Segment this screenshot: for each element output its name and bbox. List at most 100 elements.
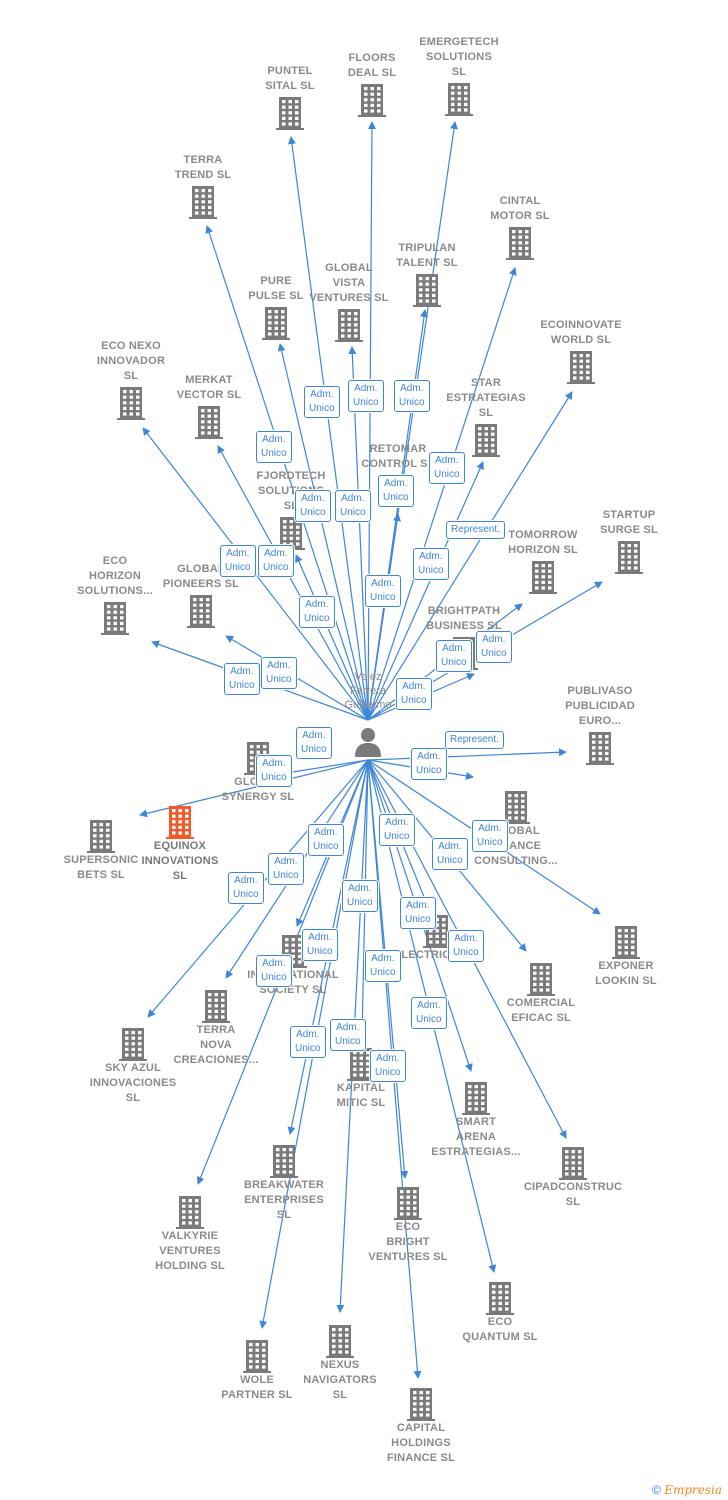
relation-badge-eco_quantum: Adm. Unico xyxy=(411,997,447,1029)
building-icon xyxy=(462,1082,490,1115)
company-node-star[interactable]: STAR ESTRATEGIAS SL xyxy=(436,376,536,457)
building-icon xyxy=(586,732,614,765)
company-node-eco_quantum[interactable]: ECO QUANTUM SL xyxy=(450,1279,550,1345)
relation-badge-publivaso: Represent. xyxy=(445,731,504,749)
company-node-wole[interactable]: WOLE PARTNER SL xyxy=(207,1337,307,1403)
relation-badge-exponer: Adm. Unico xyxy=(472,820,508,852)
edge-line-global_pioneers xyxy=(225,635,369,721)
building-icon xyxy=(119,1028,147,1061)
company-name: ECO BRIGHT VENTURES SL xyxy=(368,1221,448,1263)
relation-badge-smart_arena: Adm. Unico xyxy=(400,897,436,929)
edge-line-terra_trend xyxy=(205,225,369,721)
company-node-equinox[interactable]: EQUINOX INNOVATIONS SL xyxy=(130,803,230,884)
relation-badge-pure_pulse: Adm. Unico xyxy=(295,490,331,522)
center-person-label: Velez Ferrera Guillermo xyxy=(344,671,392,711)
company-node-floors[interactable]: FLOORS DEAL SL xyxy=(322,51,422,117)
relation-badge-sky_azul: Adm. Unico xyxy=(228,872,264,904)
company-node-merkat[interactable]: MERKAT VECTOR SL xyxy=(159,373,259,439)
company-name: CINTAL MOTOR SL xyxy=(490,195,550,222)
company-node-supersonic[interactable]: SUPERSONIC BETS SL xyxy=(51,817,151,883)
company-node-global_pioneers[interactable]: GLOBAL PIONEERS SL xyxy=(151,562,251,628)
company-node-terra_trend[interactable]: TERRA TREND SL xyxy=(153,153,253,219)
company-node-tripulan[interactable]: TRIPULAN TALENT SL xyxy=(377,241,477,307)
building-icon xyxy=(615,541,643,574)
building-icon xyxy=(270,1145,298,1178)
company-node-comercial[interactable]: COMERCIAL EFICAC SL xyxy=(491,960,591,1026)
building-icon xyxy=(394,1187,422,1220)
company-name: ECOINNOVATE WORLD SL xyxy=(540,319,622,346)
center-person[interactable] xyxy=(348,726,388,762)
relation-badge-terra_trend: Adm. Unico xyxy=(256,431,292,463)
company-name: MERKAT VECTOR SL xyxy=(176,374,242,401)
company-node-valkyrie[interactable]: VALKYRIE VENTURES HOLDING SL xyxy=(140,1193,240,1274)
relation-badge-puntel: Adm. Unico xyxy=(304,386,340,418)
relation-badge-cipad: Adm. Unico xyxy=(448,930,484,962)
person-icon xyxy=(355,728,381,757)
relation-badge-terra_nova: Adm. Unico xyxy=(268,853,304,885)
company-name: BRIGHTPATH BUSINESS SL xyxy=(426,605,502,632)
company-node-nexus[interactable]: NEXUS NAVIGATORS SL xyxy=(290,1322,390,1403)
relation-badge-eco_nexo: Adm. Unico xyxy=(220,545,256,577)
company-node-global_finance[interactable]: GLOBAL FINANCE CONSULTING... xyxy=(466,788,566,869)
relation-badge-comercial: Adm. Unico xyxy=(432,838,468,870)
company-node-capital[interactable]: CAPITAL HOLDINGS FINANCE SL xyxy=(371,1385,471,1466)
company-name: EMERGETECH SOLUTIONS SL xyxy=(419,36,499,78)
relation-badge-eco_bright: Adm. Unico xyxy=(365,950,401,982)
relation-badge-star: Adm. Unico xyxy=(413,548,449,580)
company-node-eco_bright[interactable]: ECO BRIGHT VENTURES SL xyxy=(358,1184,458,1265)
company-name: SMART ARENA ESTRATEGIAS... xyxy=(431,1116,521,1158)
company-node-smart_arena[interactable]: SMART ARENA ESTRATEGIAS... xyxy=(426,1079,526,1160)
relation-badge-brightpath: Adm. Unico xyxy=(396,678,432,710)
company-node-startup[interactable]: STARTUP SURGE SL xyxy=(579,508,679,574)
edge-line-floors xyxy=(367,121,376,721)
relation-badge-supersonic: Adm. Unico xyxy=(256,755,292,787)
building-icon xyxy=(506,227,534,260)
company-node-eco_nexo[interactable]: ECO NEXO INNOVADOR SL xyxy=(81,339,181,420)
company-name: COMERCIAL EFICAC SL xyxy=(506,997,576,1024)
company-node-cipad[interactable]: CIPADCONSTRUC SL xyxy=(523,1144,623,1210)
company-node-pure_pulse[interactable]: PURE PULSE SL xyxy=(226,274,326,340)
relation-badge-capital: Adm. Unico xyxy=(370,1050,406,1082)
relation-badge-wole: Adm. Unico xyxy=(290,1026,326,1058)
building-icon xyxy=(486,1282,514,1315)
company-name: STAR ESTRATEGIAS SL xyxy=(446,377,526,419)
company-name: CAPITAL HOLDINGS FINANCE SL xyxy=(387,1422,455,1464)
company-node-tomorrow[interactable]: TOMORROW HORIZON SL xyxy=(493,528,593,594)
footer-credit: © Empresia xyxy=(652,1483,722,1497)
company-node-emergetech[interactable]: EMERGETECH SOLUTIONS SL xyxy=(409,35,509,116)
relation-badge-emergetech: Adm. Unico xyxy=(394,380,430,412)
company-node-eco_horizon[interactable]: ECO HORIZON SOLUTIONS... xyxy=(65,554,165,635)
building-icon xyxy=(445,83,473,116)
company-node-exponer[interactable]: EXPONER LOOKIN SL xyxy=(576,923,676,989)
company-node-kapital[interactable]: KAPITAL MITIC SL xyxy=(311,1045,411,1111)
company-node-sky_azul[interactable]: SKY AZUL INNOVACIONES SL xyxy=(83,1025,183,1106)
company-node-cintal[interactable]: CINTAL MOTOR SL xyxy=(470,194,570,260)
building-icon xyxy=(358,84,386,117)
company-name: GLOBAL PIONEERS SL xyxy=(162,563,240,590)
edge-line-merkat xyxy=(217,445,369,721)
company-node-publivaso[interactable]: PUBLIVASO PUBLICIDAD EURO... xyxy=(550,684,650,765)
building-icon xyxy=(559,1147,587,1180)
company-node-breakwater[interactable]: BREAKWATER ENTERPRISES SL xyxy=(234,1142,334,1223)
company-name: STARTUP SURGE SL xyxy=(600,509,658,536)
relation-badge-international: Adm. Unico xyxy=(308,824,344,856)
building-icon xyxy=(189,186,217,219)
building-icon xyxy=(326,1325,354,1358)
company-name: TRIPULAN TALENT SL xyxy=(396,242,458,269)
brand-logo[interactable]: Empresia xyxy=(664,1483,722,1497)
building-icon xyxy=(87,820,115,853)
company-node-ecoinnovate[interactable]: ECOINNOVATE WORLD SL xyxy=(531,318,631,384)
building-icon xyxy=(413,274,441,307)
building-icon xyxy=(347,1048,375,1081)
company-node-global_vista[interactable]: GLOBAL VISTA VENTURES SL xyxy=(299,261,399,342)
relation-badge-global_finance: Adm. Unico xyxy=(411,748,447,780)
relation-badge-cintal: Adm. Unico xyxy=(429,452,465,484)
building-icon xyxy=(101,602,129,635)
company-name: ECO HORIZON SOLUTIONS... xyxy=(77,555,153,597)
company-name: KAPITAL MITIC SL xyxy=(336,1082,386,1109)
building-icon xyxy=(529,561,557,594)
company-name: VALKYRIE VENTURES HOLDING SL xyxy=(155,1230,225,1272)
company-node-terra_nova[interactable]: TERRA NOVA CREACIONES... xyxy=(166,987,266,1068)
company-node-puntel[interactable]: PUNTEL SITAL SL xyxy=(240,64,340,130)
